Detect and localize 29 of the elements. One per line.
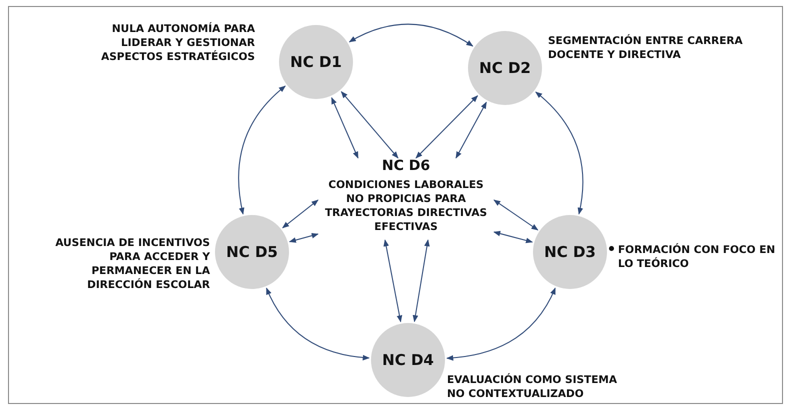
description-text: SEGMENTACIÓN ENTRE CARRERA DOCENTE Y DIRECTIVA (548, 34, 744, 62)
topic-circle (468, 31, 542, 105)
double-arrow (446, 287, 556, 361)
node-label: NC D4 (382, 351, 434, 369)
double-arrow (266, 288, 370, 360)
description-text: AUSENCIA DE INCENTIVOS PARA ACCEDER Y PERMANECER EN LA DIRECCIÓN ESCOLAR (54, 236, 210, 292)
central-description: CONDICIONES LABORALES NO PROPICIAS PARA TRAYECTORIAS DIRECTIVAS EFECTIVAS (324, 178, 488, 234)
double-arrow (340, 91, 398, 159)
double-arrow (412, 239, 430, 322)
node-label: NC D2 (479, 59, 531, 77)
double-arrow (331, 97, 358, 159)
double-arrow (282, 200, 319, 228)
description-text: FORMACIÓN CON FOCO EN LO TEÓRICO (618, 243, 776, 271)
double-arrow (288, 232, 319, 243)
topic-circle (279, 25, 353, 99)
node-label: NC D3 (544, 243, 596, 261)
double-arrow (238, 86, 286, 215)
double-arrow (348, 24, 474, 47)
double-arrow (493, 200, 538, 230)
double-arrow (456, 102, 487, 159)
double-arrow (416, 95, 478, 158)
double-arrow (535, 92, 584, 215)
node-label: NC D1 (290, 53, 342, 71)
node-label: NC D5 (226, 243, 278, 261)
double-arrow (493, 230, 533, 244)
double-arrow (383, 239, 402, 322)
description-text: EVALUACIÓN COMO SISTEMA NO CONTEXTUALIZADO (447, 373, 618, 401)
central-title: NC D6 (382, 158, 430, 174)
description-text: NULA AUTONOMÍA PARA LIDERAR Y GESTIONAR ASPECTOS ESTRATÉGICOS (100, 22, 255, 64)
